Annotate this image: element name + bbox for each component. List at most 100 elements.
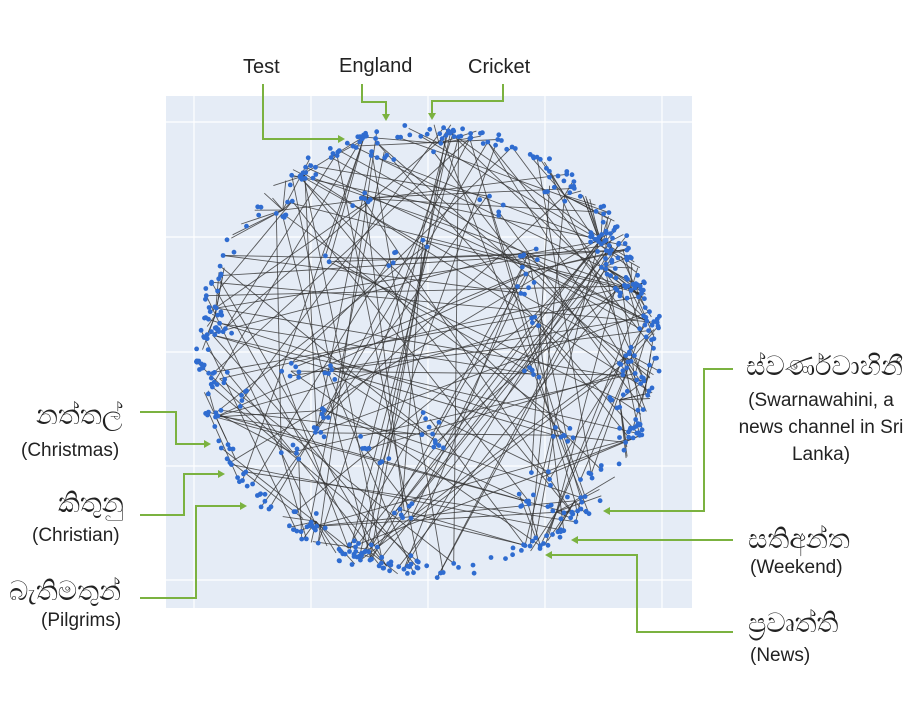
graph-node [223, 326, 228, 332]
graph-node [400, 515, 405, 521]
graph-node [645, 392, 651, 398]
graph-edge [207, 248, 537, 336]
graph-node [569, 510, 575, 516]
graph-edge [205, 295, 318, 527]
graph-node [313, 511, 319, 516]
graph-edge [556, 500, 576, 534]
graph-node [328, 363, 333, 369]
graph-edge [546, 355, 625, 536]
graph-node [423, 416, 428, 422]
graph-node [617, 435, 622, 440]
graph-node [617, 425, 622, 431]
graph-node [408, 553, 414, 559]
graph-node [328, 155, 334, 160]
graph-edge [204, 317, 563, 434]
graph-node [485, 139, 491, 145]
graph-edge [212, 334, 419, 569]
graph-node [477, 197, 483, 203]
graph-edge [282, 173, 567, 211]
graph-node [636, 294, 641, 300]
graph-node [322, 525, 328, 531]
graph-node [210, 384, 215, 390]
graph-node [362, 190, 368, 196]
graph-node [239, 398, 245, 403]
graph-edge [215, 417, 236, 460]
graph-node [244, 223, 249, 229]
graph-node [224, 369, 230, 375]
graph-edge [627, 285, 641, 329]
graph-node [624, 295, 630, 301]
graph-node [250, 481, 256, 487]
graph-node [626, 434, 632, 440]
graph-node [609, 259, 615, 265]
graph-node [391, 157, 397, 162]
graph-edge [219, 378, 454, 564]
graph-edge [241, 127, 444, 401]
graph-node [296, 369, 302, 375]
graph-edge [217, 325, 539, 417]
graph-node [567, 426, 573, 431]
graph-node [424, 563, 430, 569]
graph-node [375, 140, 380, 146]
graph-edge [219, 322, 534, 376]
graph-edge [328, 147, 362, 262]
graph-node [216, 438, 222, 444]
graph-edge [630, 290, 644, 317]
graph-node [568, 515, 574, 521]
graph-edge [308, 151, 385, 526]
graph-node [430, 431, 435, 437]
graph-node [623, 353, 629, 358]
graph-node [547, 174, 552, 180]
graph-edge [422, 239, 642, 294]
graph-edge [394, 238, 602, 514]
graph-node [642, 296, 647, 302]
graph-node [588, 239, 593, 245]
graph-node [218, 445, 224, 451]
label-pilgrims-english: (Pilgrims) [41, 610, 122, 631]
graph-node [545, 542, 551, 548]
graph-node [634, 377, 640, 383]
graph-node [635, 407, 641, 413]
graph-node [599, 241, 604, 247]
graph-node [641, 279, 647, 285]
graph-node [205, 412, 210, 418]
graph-node [601, 211, 606, 217]
graph-node [638, 381, 643, 386]
graph-node [433, 440, 438, 446]
graph-node [379, 459, 385, 465]
graph-edge [213, 141, 361, 383]
graph-edge [316, 155, 372, 429]
graph-node [237, 404, 243, 409]
graph-edge [359, 353, 630, 557]
graph-node [224, 456, 230, 462]
graph-node [288, 360, 294, 366]
graph-node [460, 126, 465, 132]
graph-node [362, 196, 367, 202]
graph-edge [231, 464, 561, 531]
graph-node [630, 281, 636, 287]
graph-node [647, 309, 652, 315]
graph-edge [604, 266, 634, 269]
graph-node [633, 417, 639, 422]
graph-node [395, 134, 400, 140]
graph-edge [368, 371, 627, 449]
graph-node [332, 377, 338, 382]
graph-node [471, 570, 477, 576]
graph-node [347, 549, 352, 554]
graph-node [628, 425, 633, 431]
graph-node [593, 209, 599, 214]
graph-node [547, 476, 552, 482]
graph-node [656, 368, 662, 374]
graph-edge [548, 171, 645, 382]
graph-node [405, 563, 410, 569]
graph-node [522, 543, 528, 548]
graph-node [353, 145, 359, 150]
graph-edge [348, 434, 642, 549]
graph-node [239, 393, 245, 398]
graph-node [206, 370, 212, 376]
graph-node [289, 172, 295, 178]
graph-edge [291, 175, 331, 366]
graph-node [401, 566, 407, 572]
graph-edge [223, 255, 521, 294]
graph-edge [486, 195, 582, 498]
